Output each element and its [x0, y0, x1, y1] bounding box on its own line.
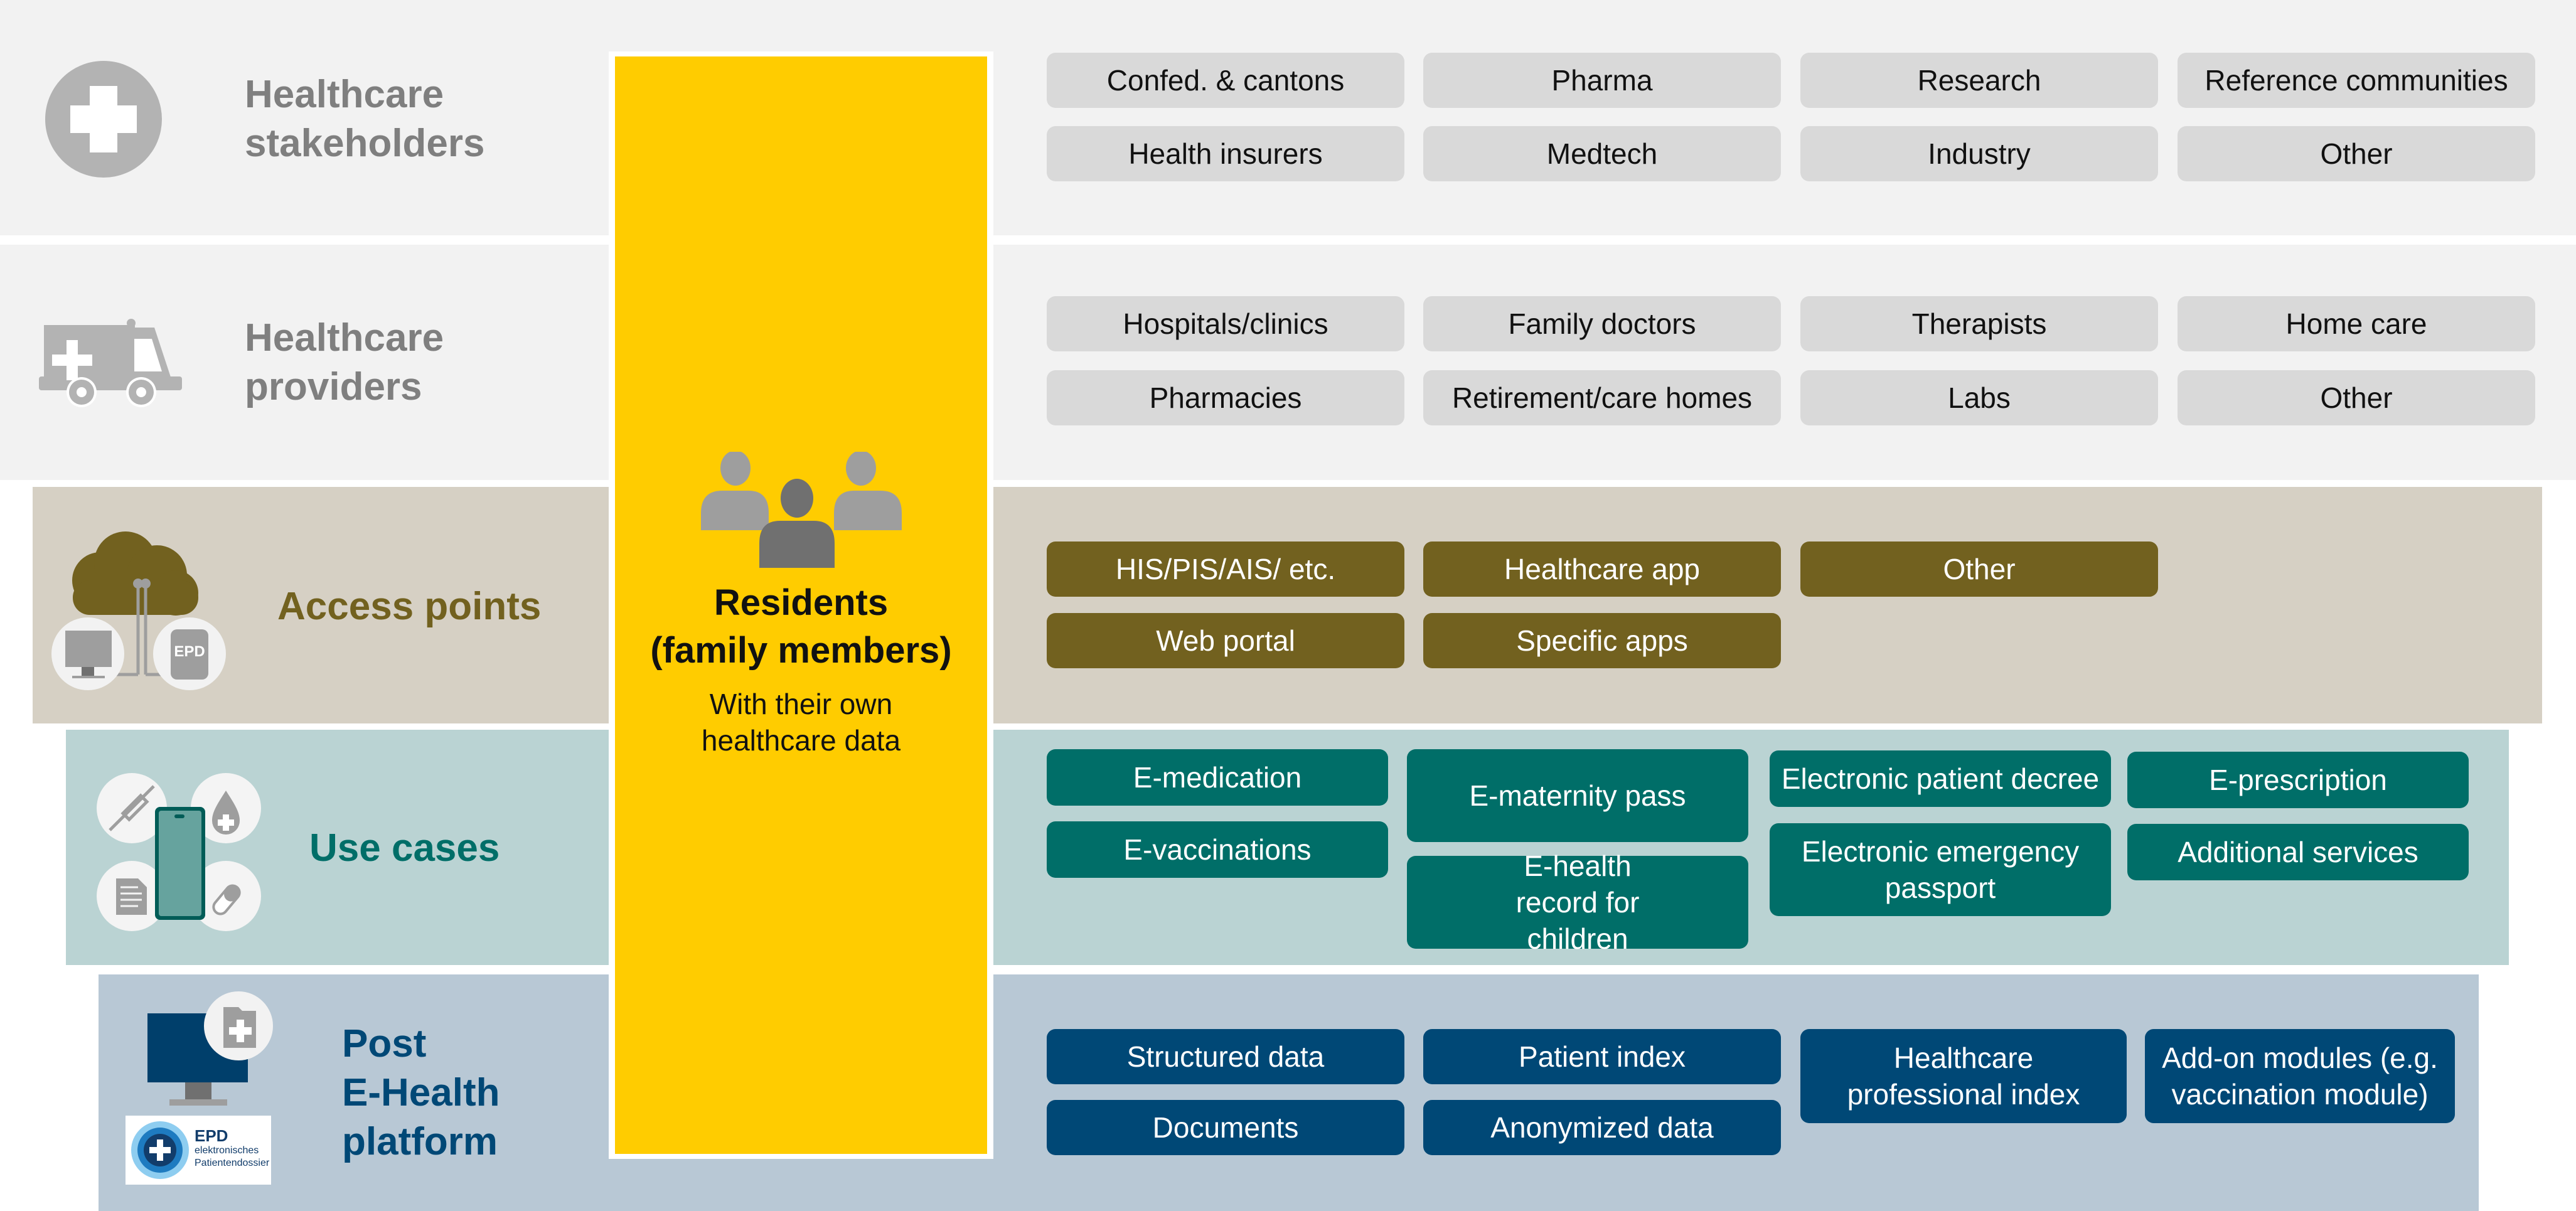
residents-title: Residents (family members) [650, 579, 951, 675]
providers-band [0, 245, 2576, 480]
chip-providers-other[interactable]: Other [2178, 370, 2535, 425]
chip-stakeholders-other[interactable]: Other [2178, 126, 2535, 181]
chip-e-prescription[interactable]: E-prescription [2127, 752, 2469, 808]
chip-add-on-modules[interactable]: Add-on modules (e.g. vaccination module) [2145, 1029, 2455, 1123]
residents-subtitle-line1: With their own [709, 688, 893, 720]
access-points-band [33, 487, 2542, 723]
chip-healthcare-professional-index[interactable]: Healthcare professional index [1800, 1029, 2127, 1123]
smartphone-health-icon [94, 771, 270, 934]
chip-reference-communities[interactable]: Reference communities [2178, 53, 2535, 108]
platform-label-line2: E-Health [342, 1071, 500, 1114]
people-group-icon [700, 452, 902, 568]
cloud-network-icon: EPD [50, 518, 232, 693]
chip-e-medication[interactable]: E-medication [1047, 749, 1388, 806]
chip-home-care[interactable]: Home care [2178, 296, 2535, 351]
chip-health-insurers[interactable]: Health insurers [1047, 126, 1404, 181]
ambulance-icon [39, 314, 183, 408]
chip-medtech[interactable]: Medtech [1423, 126, 1781, 181]
chip-electronic-emergency-passport[interactable]: Electronic emergency passport [1770, 823, 2111, 916]
chip-documents[interactable]: Documents [1047, 1100, 1404, 1155]
providers-label-line1: Healthcare [245, 316, 444, 360]
epd-logo-line2: Patientendossier [195, 1158, 270, 1168]
providers-label: Healthcare providers [245, 314, 444, 412]
chip-additional-services[interactable]: Additional services [2127, 824, 2469, 880]
epd-logo-icon [131, 1121, 189, 1179]
chip-his-pis-ais[interactable]: HIS/PIS/AIS/ etc. [1047, 541, 1404, 597]
platform-label: Post E-Health platform [342, 1020, 500, 1166]
epd-badge-text: EPD [174, 643, 205, 660]
chip-e-health-record-children[interactable]: E-health record for children [1407, 850, 1748, 955]
residents-subtitle-line2: healthcare data [701, 724, 901, 757]
residents-title-line2: (family members) [650, 630, 952, 671]
chip-access-other[interactable]: Other [1800, 541, 2158, 597]
chip-e-maternity-pass[interactable]: E-maternity pass [1407, 749, 1748, 842]
chip-electronic-patient-decree[interactable]: Electronic patient decree [1770, 750, 2111, 807]
stakeholders-label: Healthcare stakeholders [245, 70, 485, 168]
stakeholders-label-line1: Healthcare [245, 73, 444, 116]
residents-subtitle: With their own healthcare data [702, 686, 901, 759]
use-cases-label: Use cases [309, 826, 500, 870]
providers-label-line2: providers [245, 365, 422, 408]
chip-labs[interactable]: Labs [1800, 370, 2158, 425]
chip-patient-index[interactable]: Patient index [1423, 1029, 1781, 1084]
chip-specific-apps[interactable]: Specific apps [1423, 613, 1781, 668]
epd-logo-title: EPD [195, 1126, 228, 1145]
chip-pharmacies[interactable]: Pharmacies [1047, 370, 1404, 425]
chip-family-doctors[interactable]: Family doctors [1423, 296, 1781, 351]
chip-healthcare-app[interactable]: Healthcare app [1423, 541, 1781, 597]
chip-structured-data[interactable]: Structured data [1047, 1029, 1404, 1084]
access-points-label: Access points [277, 585, 542, 628]
residents-title-line1: Residents [713, 582, 889, 623]
chip-therapists[interactable]: Therapists [1800, 296, 2158, 351]
residents-column: Residents (family members) With their ow… [609, 51, 993, 1159]
stakeholders-band [0, 0, 2576, 235]
chip-industry[interactable]: Industry [1800, 126, 2158, 181]
chip-confed-cantons[interactable]: Confed. & cantons [1047, 53, 1404, 108]
residents-panel: Residents (family members) With their ow… [615, 56, 987, 1154]
platform-label-line3: platform [342, 1120, 498, 1163]
chip-research[interactable]: Research [1800, 53, 2158, 108]
medical-cross-icon [44, 60, 163, 179]
stakeholders-label-line2: stakeholders [245, 122, 485, 165]
epd-logo-line1: elektronisches [195, 1145, 259, 1156]
chip-web-portal[interactable]: Web portal [1047, 613, 1404, 668]
monitor-health-folder-icon [144, 991, 276, 1111]
chip-anonymized-data[interactable]: Anonymized data [1423, 1100, 1781, 1155]
chip-hospitals-clinics[interactable]: Hospitals/clinics [1047, 296, 1404, 351]
chip-e-vaccinations[interactable]: E-vaccinations [1047, 821, 1388, 878]
chip-pharma[interactable]: Pharma [1423, 53, 1781, 108]
chip-retirement-care-homes[interactable]: Retirement/care homes [1423, 370, 1781, 425]
platform-label-line1: Post [342, 1022, 427, 1065]
epd-logo: EPD elektronisches Patientendossier [126, 1116, 271, 1185]
